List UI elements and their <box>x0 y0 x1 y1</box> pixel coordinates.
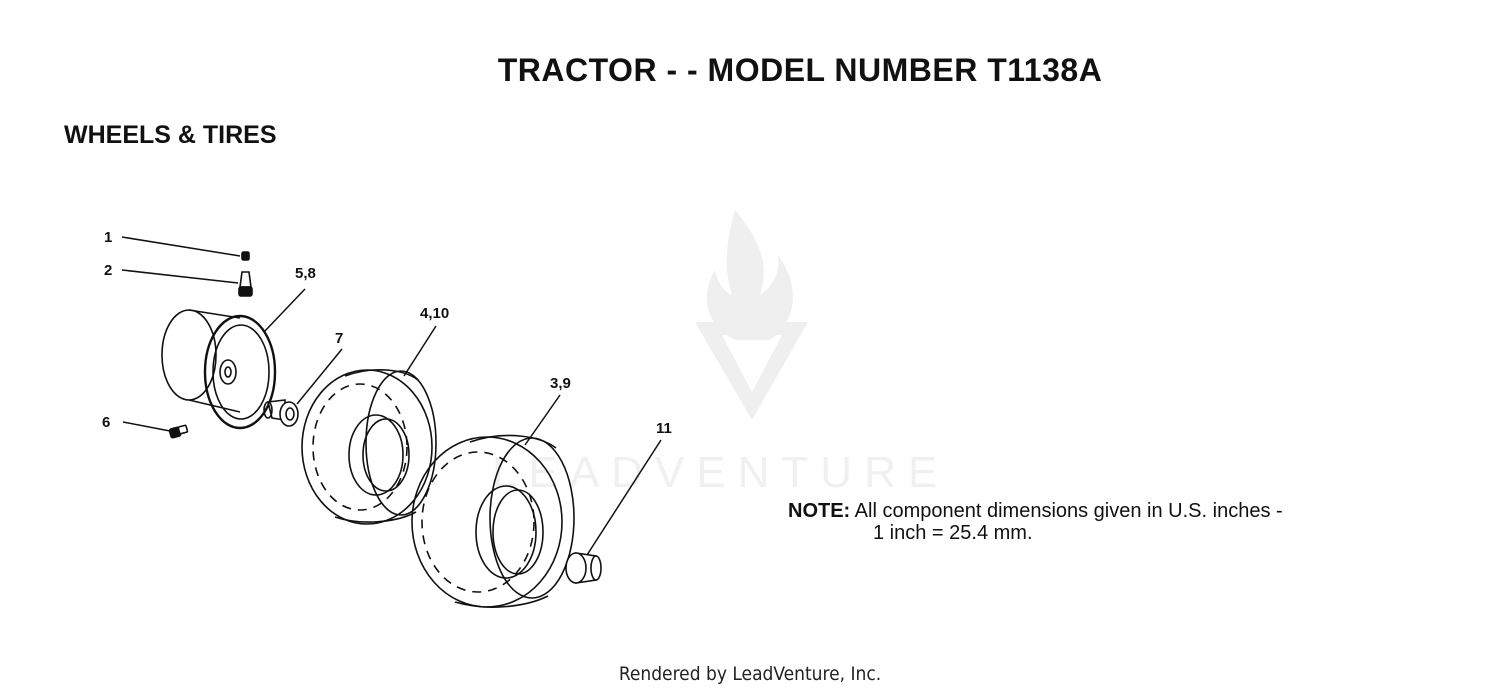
bushing-part <box>263 399 299 427</box>
rim-part <box>161 309 277 430</box>
front-tire-part <box>301 369 437 525</box>
callout-2: 2 <box>104 262 112 279</box>
callout-7: 7 <box>335 330 343 347</box>
fitting-part <box>168 424 189 439</box>
spacer-part <box>565 552 602 584</box>
callout-4-10: 4,10 <box>420 305 449 322</box>
note-label: NOTE: <box>788 500 851 522</box>
valve-cap-part <box>241 251 250 261</box>
note-line-1: All component dimensions given in U.S. i… <box>854 500 1283 522</box>
note-line-2: 1 inch = 25.4 mm. <box>873 522 1033 544</box>
rear-tire-part <box>411 434 575 608</box>
render-credit: Rendered by LeadVenture, Inc. <box>618 663 882 685</box>
callout-1: 1 <box>104 229 112 246</box>
callout-11: 11 <box>656 420 672 437</box>
dimension-note: NOTE: All component dimensions given in … <box>788 500 1283 544</box>
callout-5-8: 5,8 <box>295 265 316 282</box>
page-title: TRACTOR - - MODEL NUMBER T1138A <box>497 52 1103 88</box>
callout-6: 6 <box>102 414 110 431</box>
leader-lines <box>121 236 662 556</box>
valve-stem-part <box>238 271 253 297</box>
callout-3-9: 3,9 <box>550 375 571 392</box>
section-heading: WHEELS & TIRES <box>64 121 277 149</box>
